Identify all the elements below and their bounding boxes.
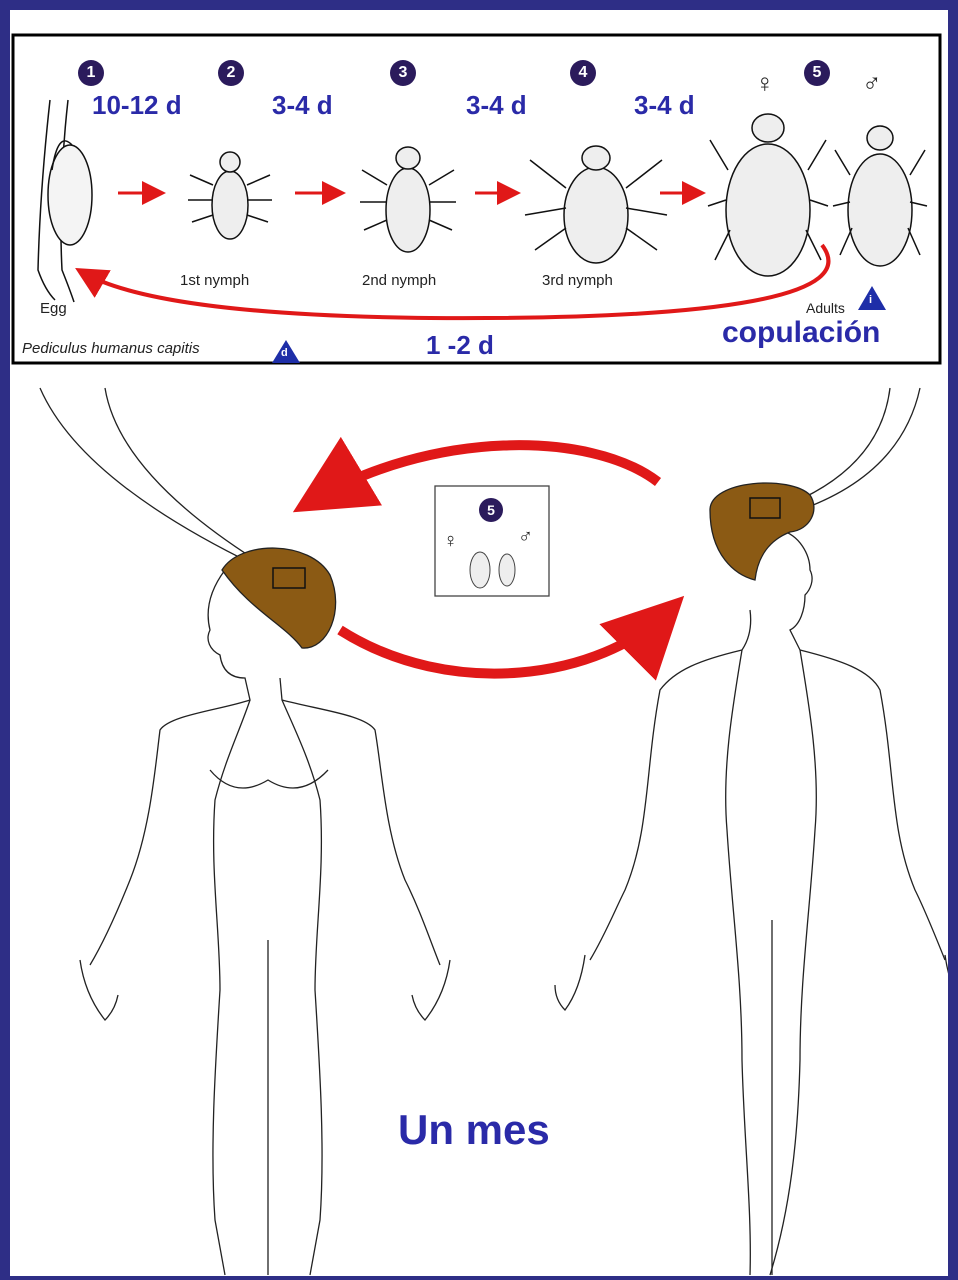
stage-number-2: 2 xyxy=(218,60,244,86)
stage-number-1: 1 xyxy=(78,60,104,86)
stage-number-3: 3 xyxy=(390,60,416,86)
female-figure xyxy=(80,570,450,1275)
stage-number-5: 5 xyxy=(804,60,830,86)
transmission-caption: Un mes xyxy=(398,1106,550,1154)
diagram-stage: 1 2 3 4 5 10-12 d 3-4 d 3-4 d 3-4 d ♀ ♂ … xyxy=(10,10,948,1276)
inset-female-symbol: ♀ xyxy=(443,530,458,553)
label-nymph-3: 3rd nymph xyxy=(542,272,613,289)
diagram-drawing xyxy=(10,10,948,1276)
inset-male-symbol: ♂ xyxy=(518,526,533,549)
label-nymph-1: 1st nymph xyxy=(180,272,249,289)
duration-nymph-3: 3-4 d xyxy=(634,90,695,121)
label-nymph-2: 2nd nymph xyxy=(362,272,436,289)
return-duration: 1 -2 d xyxy=(426,330,494,361)
transmission-arrow-bottom xyxy=(340,610,670,674)
duration-egg: 10-12 d xyxy=(92,90,182,121)
copulation-label: copulación xyxy=(722,316,880,350)
label-adults: Adults xyxy=(806,300,845,316)
adults-marker: i xyxy=(869,294,872,306)
inset-stage-number: 5 xyxy=(479,498,503,522)
duration-nymph-1: 3-4 d xyxy=(272,90,333,121)
species-name: Pediculus humanus capitis xyxy=(22,340,200,357)
male-figure xyxy=(555,530,948,1275)
female-symbol: ♀ xyxy=(755,68,775,99)
male-symbol: ♂ xyxy=(862,68,882,99)
duration-nymph-2: 3-4 d xyxy=(466,90,527,121)
stage-number-4: 4 xyxy=(570,60,596,86)
species-marker: d xyxy=(281,347,288,359)
female-hair xyxy=(222,548,336,648)
label-egg: Egg xyxy=(40,300,67,317)
